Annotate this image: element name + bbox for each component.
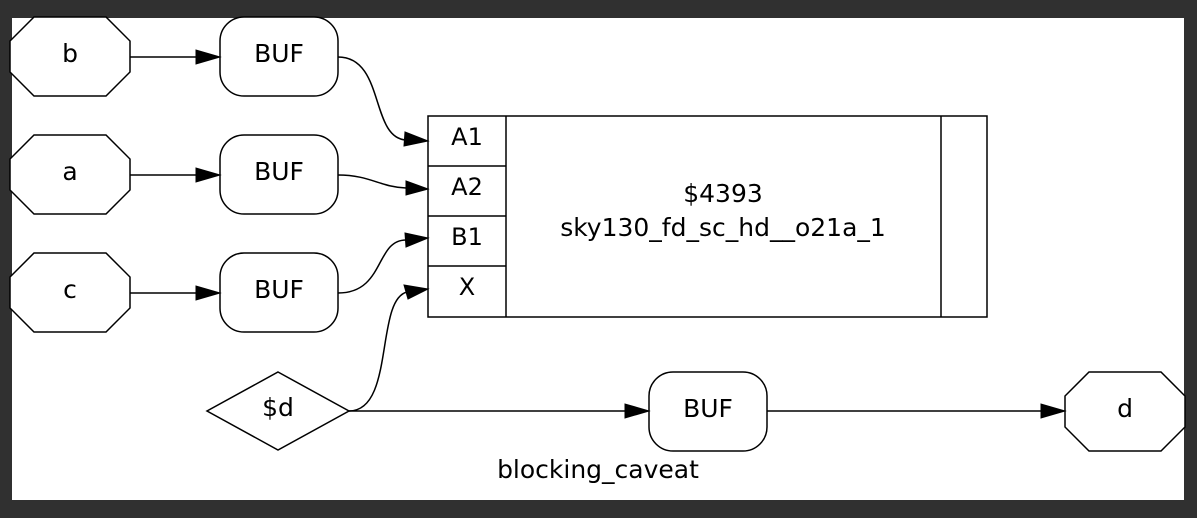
input-port-a[interactable]: a [9,134,131,215]
output-port-d[interactable]: d [1064,371,1186,452]
net-node-d[interactable]: $d [205,371,351,451]
buffer-a[interactable]: BUF [219,134,339,215]
buffer-b[interactable]: BUF [219,16,339,97]
edge-a-to-buf [130,167,222,183]
edge-net-to-buf-d [349,403,651,419]
edge-c-to-buf [130,285,222,301]
edge-buf-c-to-b1 [337,232,430,294]
input-port-c-label: c [63,275,77,304]
cell-port-a1: A1 [451,123,483,151]
cell-type: sky130_fd_sc_hd__o21a_1 [560,213,886,242]
edge-net-to-x [348,284,430,412]
cell-id: $4393 [683,179,763,208]
cell-o21a[interactable]: A1 A2 B1 X $4393 sky130_fd_sc_hd__o21a_1 [427,115,988,318]
buffer-a-label: BUF [254,157,304,186]
buffer-d-label: BUF [683,394,733,423]
input-port-b-label: b [62,39,78,68]
edge-buf-d-to-output [767,403,1067,419]
buffer-c-label: BUF [254,275,304,304]
buffer-b-label: BUF [254,39,304,68]
module-name: blocking_caveat [497,455,699,484]
net-node-d-label: $d [262,393,294,422]
input-port-b[interactable]: b [9,16,131,97]
output-port-d-label: d [1117,394,1133,423]
buffer-c[interactable]: BUF [219,252,339,333]
edge-b-to-buf [130,49,222,65]
input-port-c[interactable]: c [9,252,131,333]
input-port-a-label: a [62,157,77,186]
cell-port-b1: B1 [451,223,483,251]
edge-buf-b-to-a1 [337,56,430,147]
cell-port-x: X [459,273,475,301]
edge-buf-a-to-a2 [337,174,430,196]
buffer-d[interactable]: BUF [648,371,768,452]
cell-port-a2: A2 [451,173,483,201]
